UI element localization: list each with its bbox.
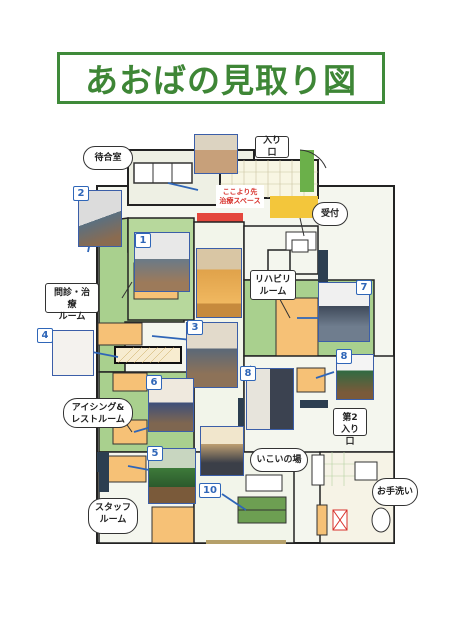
badge-3: 3 [187,320,203,335]
label-entrance: 入り口 [255,136,289,158]
photo-7-rehab [318,282,370,342]
photo-waiting-room [194,134,238,174]
pointer-line-waiting [167,182,199,191]
wall-left-lower [97,452,103,472]
entrance-door [300,150,314,192]
page-title: あおばの見取り図 [85,61,357,100]
badge-6: 6 [146,375,162,390]
staff-room-mat [151,506,195,544]
treatment-boundary [197,213,243,222]
label-waiting-room: 待合室 [83,146,133,170]
label-reception: 受付 [312,202,348,226]
reception-chair [291,239,309,253]
staff-room-wall [99,452,109,492]
label-staff-room: スタッフルーム [88,498,138,534]
pointer-line-10 [221,493,247,511]
badge-8-standing: 8 [240,366,256,381]
badge-4: 4 [37,328,53,343]
badge-10: 10 [199,483,221,498]
relax-rug [206,540,286,544]
hatched-table [114,346,182,364]
pointer-line-3 [151,335,193,341]
photo-room-view [196,248,242,318]
second-entrance-wall [300,400,328,408]
entrance-mat [270,196,318,218]
bed-3 [97,322,143,346]
label-relax-area: いこいの場 [250,448,308,472]
badge-5: 5 [147,446,163,461]
label-rehab-room: リハビリルーム [250,270,296,300]
relax-sofa [245,474,283,492]
label-icing-room: アイシング&レストルーム [63,398,133,428]
toilet-cabinet [316,504,328,536]
badge-1: 1 [135,233,151,248]
label-handwash: お手洗い [372,478,418,506]
pointer-line-4 [91,351,119,358]
label-consult-room: 問診・治療ルーム [45,283,99,322]
title-frame: あおばの見取り図 [57,52,385,104]
room-8-mat [296,367,326,393]
rehab-mat [275,297,319,357]
badge-2: 2 [73,186,89,201]
badge-8-rehab: 8 [336,349,352,364]
waiting-sofa [133,162,193,184]
icing-bed-1 [112,372,148,392]
badge-7: 7 [356,280,372,295]
toilet-bowl [371,507,391,533]
sink [354,461,378,481]
toilet-shelf [311,454,325,486]
photo-4-tools [52,330,94,376]
treatment-space-note: ここより先治療スペース [216,185,264,208]
pointer-line-9 [315,371,335,379]
photo-relax-area [200,426,244,476]
